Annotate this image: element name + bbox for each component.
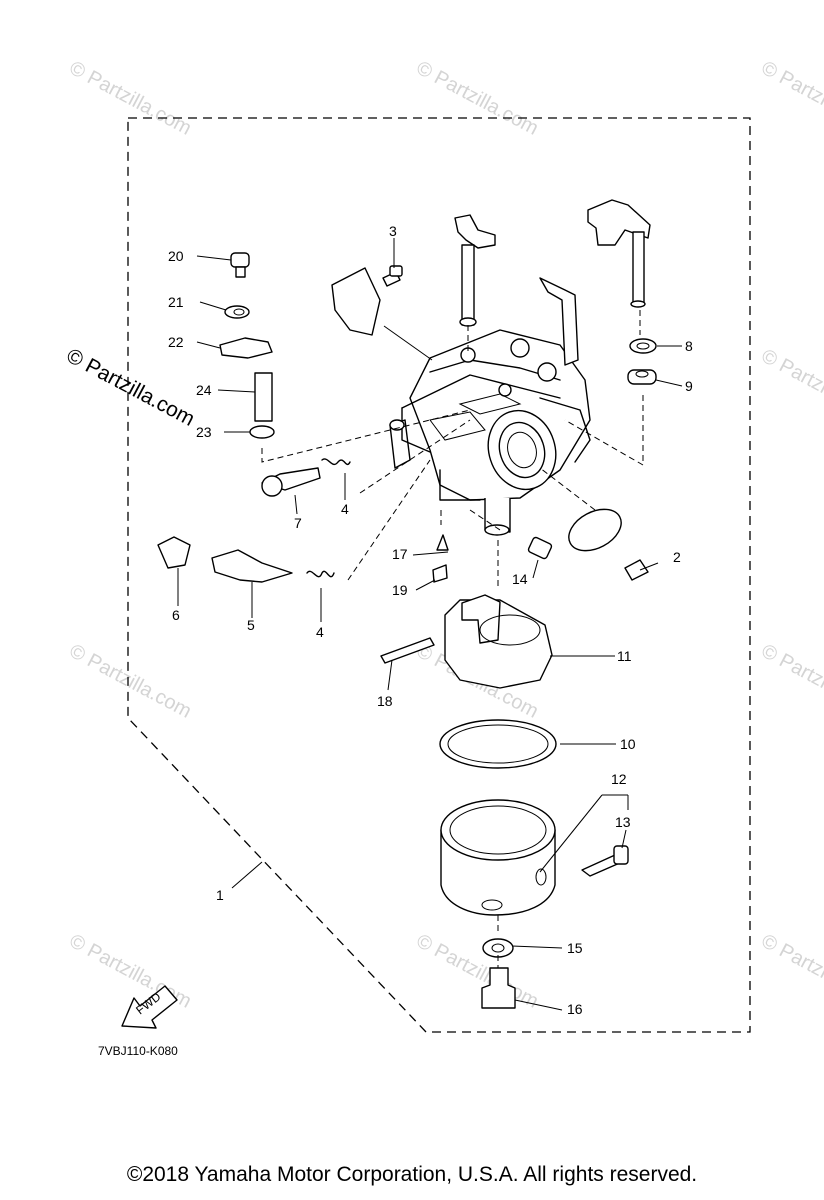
watermark-text: © Partzilla.com [66, 57, 195, 140]
choke-shaft [587, 199, 651, 308]
watermark-text: © Partzilla.com [758, 345, 824, 428]
jet-part14 [527, 536, 553, 560]
needle-part5 [211, 549, 293, 583]
spring-part4-lower [306, 570, 335, 578]
callout-8: 8 [685, 338, 693, 354]
choke-screw-part2 [624, 559, 649, 581]
callout-21: 21 [168, 294, 184, 310]
watermark-text: © Partzilla.com [758, 930, 824, 1013]
callout-12: 12 [611, 771, 627, 787]
gasket-part10 [439, 719, 557, 769]
pin-part18 [380, 637, 435, 664]
carburetor-body [389, 277, 591, 536]
callout-3: 3 [389, 223, 397, 239]
washer-part15 [482, 938, 514, 958]
callout-13: 13 [615, 814, 631, 830]
callout-7: 7 [294, 515, 302, 531]
callout-4-lower: 4 [316, 624, 324, 640]
washer-part9-hole [635, 370, 649, 378]
watermark-text: © Partzilla.com [413, 930, 542, 1013]
washer-part8-hole [636, 342, 650, 350]
main-jet-screw-head [261, 475, 283, 497]
spring-part4-upper [321, 458, 351, 466]
leader-lines [177, 238, 683, 1011]
callout-1: 1 [216, 887, 224, 903]
throttle-plate-part3 [331, 265, 433, 361]
float-bowl-part12 [440, 799, 556, 916]
choke-plate-part2 [568, 508, 622, 552]
callout-6: 6 [172, 607, 180, 623]
watermark-prominent: © Partzilla.com [63, 344, 199, 431]
callout-22: 22 [168, 334, 184, 350]
drain-screw-head [613, 845, 629, 865]
diagram-code: 7VBJ110-K080 [98, 1044, 178, 1058]
callout-10: 10 [620, 736, 636, 752]
watermark-text: © Partzilla.com [66, 640, 195, 723]
jet-part17 [436, 534, 449, 551]
callout-9: 9 [685, 378, 693, 394]
callout-15: 15 [567, 940, 583, 956]
callout-24: 24 [196, 382, 212, 398]
bolt-part16 [481, 967, 516, 1009]
clip-part6 [157, 536, 191, 569]
washer-part8 [629, 338, 657, 354]
callout-17: 17 [392, 546, 408, 562]
callout-4-upper: 4 [341, 501, 349, 517]
callout-numbers: 1 2 3 4 4 5 6 7 8 9 10 11 12 13 14 15 16… [168, 223, 693, 1017]
callout-20: 20 [168, 248, 184, 264]
float-part11 [444, 594, 553, 689]
throttle-shaft [454, 214, 496, 327]
clip-part19 [432, 564, 448, 583]
callout-14: 14 [512, 571, 528, 587]
gasket-part10-inner [447, 724, 549, 764]
watermark-text: © Partzilla.com [413, 57, 542, 140]
callout-16: 16 [567, 1001, 583, 1017]
copyright-footer: ©2018 Yamaha Motor Corporation, U.S.A. A… [126, 1163, 698, 1186]
callout-11: 11 [617, 648, 632, 664]
assembly-boundary [127, 117, 751, 1033]
watermark-text: © Partzilla.com [758, 640, 824, 723]
callout-23: 23 [196, 424, 212, 440]
reference-lines [261, 310, 644, 968]
callout-18: 18 [377, 693, 393, 709]
callout-2: 2 [673, 549, 681, 565]
fwd-arrow: FWD [121, 985, 178, 1029]
pilot-screw-assembly [219, 252, 275, 439]
callout-19: 19 [392, 582, 408, 598]
watermark-text: © Partzilla.com [758, 57, 824, 140]
callout-5: 5 [247, 617, 255, 633]
washer-part15-hole [491, 943, 505, 953]
